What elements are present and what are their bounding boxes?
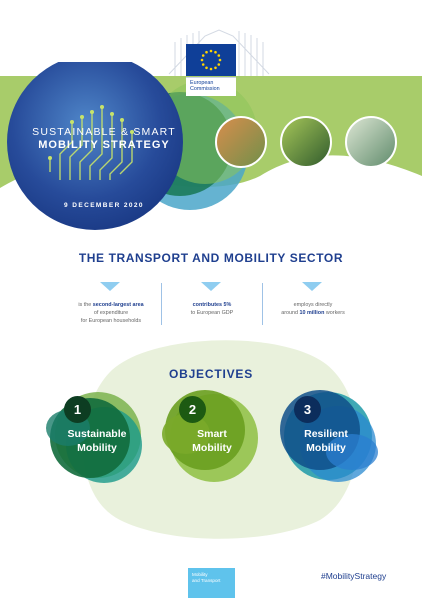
objective-number-1: 1	[64, 396, 91, 423]
stat3-highlight-post: workers	[324, 310, 345, 316]
stat3-highlight-pre: around	[281, 310, 300, 316]
stat-divider	[161, 283, 162, 325]
hero-title-line2: MOBILITY STRATEGY	[38, 139, 170, 151]
city-photo	[215, 116, 267, 168]
objectives-title: OBJECTIVES	[168, 367, 254, 381]
arrow-down-icon	[302, 282, 322, 291]
footer-box-line1: Mobility	[192, 572, 208, 577]
stat1-highlight: second-largest area	[92, 302, 144, 308]
footer-box-line2: and Transport	[192, 578, 221, 583]
objective2-line2: Mobility	[192, 442, 232, 454]
hashtag[interactable]: #MobilityStrategy	[321, 571, 387, 581]
european-commission-logo: European Commission	[186, 44, 236, 96]
objective-number-3: 3	[294, 396, 321, 423]
stat-divider	[262, 283, 263, 325]
stat3-highlight: 10 million	[299, 310, 325, 316]
logo-label: European Commission	[186, 77, 236, 96]
objective-number-2: 2	[179, 396, 206, 423]
stat3-pre: employs directly	[293, 302, 333, 308]
eu-flag-icon	[186, 44, 236, 76]
objective1-line2: Mobility	[77, 442, 117, 454]
stat2-line2: to European GDP	[190, 310, 234, 316]
objective1-line1: Sustainable	[67, 428, 127, 440]
hero-graphic	[7, 62, 397, 230]
mobility-transport-label: Mobility and Transport	[188, 568, 235, 598]
objective-resilient-mobility: Resilient Mobility	[274, 427, 378, 455]
logo-line1: European	[190, 80, 214, 86]
ev-charging-photo	[280, 116, 332, 168]
arrow-down-icon	[100, 282, 120, 291]
stat-gdp: contributes 5% to European GDP	[157, 301, 267, 317]
arrow-down-icon	[201, 282, 221, 291]
stat2-highlight: contributes 5%	[192, 302, 232, 308]
stat1-line2: of expenditure	[93, 310, 129, 316]
objective2-line1: Smart	[197, 428, 227, 440]
stat-expenditure: is the second-largest area of expenditur…	[56, 301, 166, 325]
logo-line2: Commission	[190, 86, 220, 92]
sector-title: THE TRANSPORT AND MOBILITY SECTOR	[78, 251, 344, 265]
stat1-line3: for European households	[80, 318, 142, 324]
hero-date: 9 DECEMBER 2020	[64, 202, 144, 209]
hero-title-line1: SUSTAINABLE & SMART	[32, 126, 176, 138]
objective3-line2: Mobility	[306, 442, 346, 454]
stat1-pre: is the	[78, 302, 93, 308]
objective3-line1: Resilient	[304, 428, 348, 440]
objective-sustainable-mobility: Sustainable Mobility	[45, 427, 149, 455]
stat-workers: employs directly around 10 million worke…	[258, 301, 368, 317]
objective-smart-mobility: Smart Mobility	[160, 427, 264, 455]
recycling-photo	[345, 116, 397, 168]
